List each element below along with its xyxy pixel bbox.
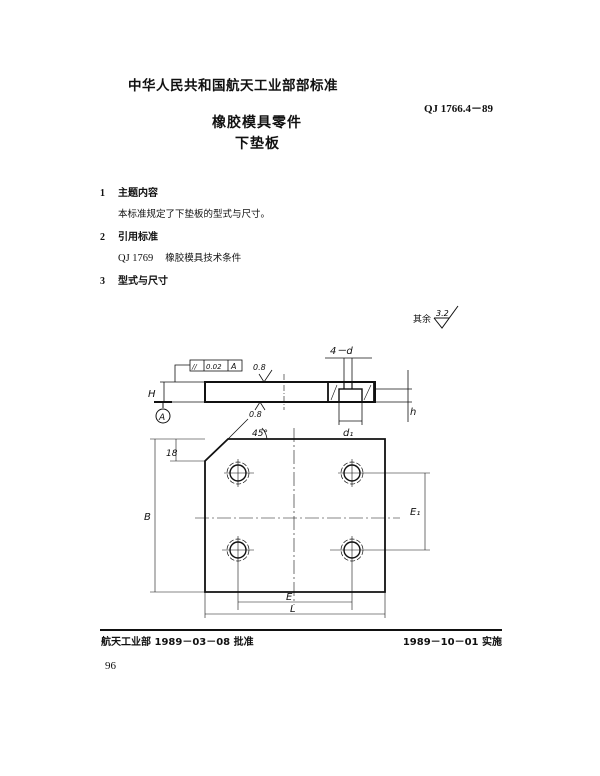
issuing-authority: 中华人民共和国航天工业部部标准: [128, 78, 338, 94]
page-number: 96: [105, 660, 116, 672]
svg-text:E₁: E₁: [410, 507, 420, 518]
svg-text:0.8: 0.8: [249, 410, 262, 419]
svg-text://: //: [191, 363, 197, 371]
svg-text:A: A: [230, 362, 236, 371]
svg-text:B: B: [144, 512, 151, 523]
svg-text:H: H: [148, 389, 156, 400]
svg-text:3.2: 3.2: [436, 309, 449, 318]
svg-text:4－d: 4－d: [330, 346, 353, 357]
footer-divider: [100, 629, 502, 631]
svg-text:E: E: [286, 592, 293, 603]
svg-text:45°: 45°: [252, 429, 268, 439]
svg-text:18: 18: [166, 449, 178, 459]
roughness-note: 其余: [413, 315, 432, 325]
approval-date: 航天工业部 1989－03－08 批准: [101, 637, 254, 648]
section-1-body: 本标准规定了下垫板的型式与尺寸。: [118, 209, 271, 220]
technical-drawing: 4－d d₁ // 0.02 A A H h 0.8 0.8 B 18 45° …: [144, 346, 430, 618]
svg-text:A: A: [158, 413, 165, 423]
effective-date: 1989－10－01 实施: [402, 637, 502, 648]
svg-text:h: h: [410, 407, 416, 418]
standard-code: QJ 1766.4－89: [424, 103, 494, 115]
document-subtitle: 下垫板: [235, 136, 280, 152]
svg-text:d₁: d₁: [343, 428, 353, 439]
roughness-symbol-icon: 3.2: [433, 305, 459, 329]
svg-text:0.02: 0.02: [206, 363, 222, 371]
document-title: 橡胶模具零件: [212, 115, 302, 131]
svg-text:L: L: [290, 604, 296, 615]
svg-text:0.8: 0.8: [253, 363, 266, 372]
